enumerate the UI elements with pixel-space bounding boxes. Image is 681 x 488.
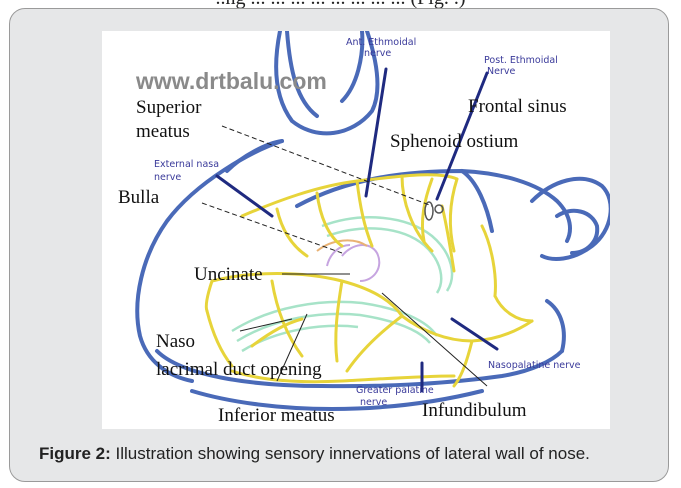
- label-external-nasal: External nasa: [154, 159, 219, 170]
- label-ant-ethmoidal: Ant. Ethmoidal: [346, 37, 416, 48]
- caption-text: Illustration showing sensory innervation…: [111, 444, 590, 463]
- watermark-text: www.drtbalu.com: [135, 68, 327, 94]
- label-post-ethmoidal: Post. Ethmoidal: [484, 55, 558, 66]
- label-greater-palatine-nerve: nerve: [360, 397, 387, 408]
- label-superior: Superior: [136, 97, 202, 118]
- label-uncinate: Uncinate: [194, 264, 263, 285]
- label-naso: Naso: [156, 331, 195, 352]
- label-lacrimal-duct-opening: lacrimal duct opening: [156, 359, 322, 380]
- label-meatus: meatus: [136, 121, 190, 142]
- label-inferior-meatus: Inferior meatus: [218, 405, 335, 426]
- label-nasopalatine: Nasopalatine nerve: [488, 360, 581, 371]
- label-infundibulum: Infundibulum: [422, 400, 527, 421]
- label-greater-palatine: Greater palatine: [356, 385, 434, 396]
- label-ant-ethmoidal-nerve: nerve: [364, 48, 391, 59]
- figure-image: www.drtbalu.com Ant. Ethmoidal nerve Pos…: [102, 31, 610, 429]
- label-frontal-sinus: Frontal sinus: [468, 96, 567, 117]
- figure-panel: www.drtbalu.com Ant. Ethmoidal nerve Pos…: [9, 8, 669, 482]
- label-post-ethmoidal-nerve: Nerve: [487, 66, 515, 77]
- caption-label: Figure 2:: [39, 444, 111, 463]
- uncinate-outline: [327, 245, 379, 281]
- label-sphenoid-ostium: Sphenoid ostium: [390, 131, 518, 152]
- label-external-nasal-nerve: nerve: [154, 172, 181, 183]
- label-bulla: Bulla: [118, 187, 160, 208]
- leader-lines: [202, 126, 487, 386]
- figure-caption: Figure 2: Illustration showing sensory i…: [39, 443, 665, 465]
